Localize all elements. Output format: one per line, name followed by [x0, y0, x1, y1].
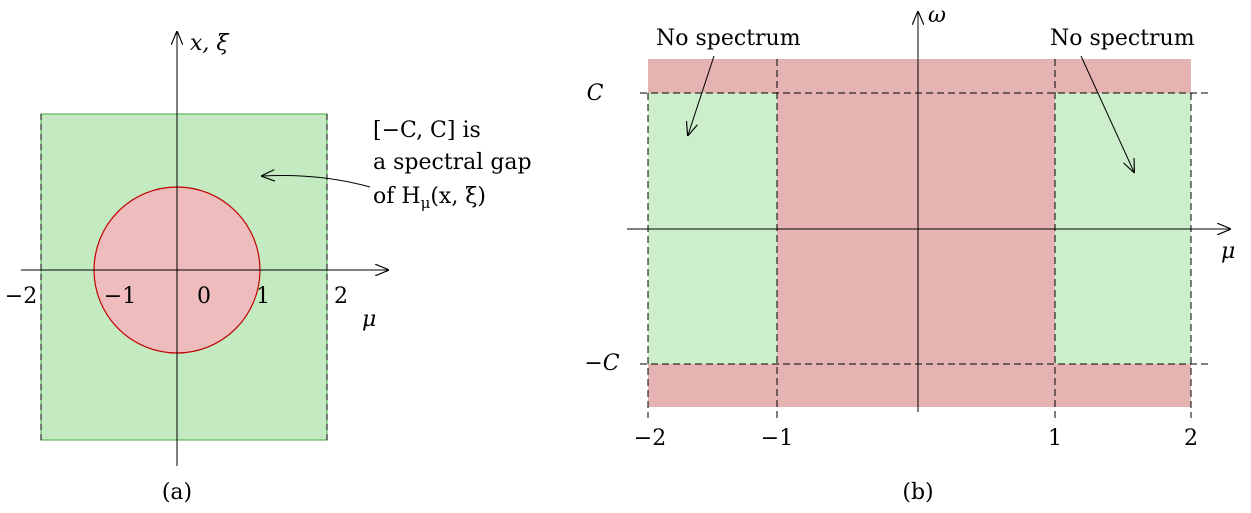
tick-label-a: 1: [256, 284, 270, 309]
tick-label-a: 2: [334, 284, 348, 309]
tick-label-a: −2: [5, 284, 37, 309]
panel-a: x, ξ μ −2 −1 0 1 2 [−C, C] is a spectral…: [5, 31, 532, 505]
caption-b: (b): [902, 480, 933, 505]
tick-label-a: −1: [104, 284, 136, 309]
panel-b: ω μ C −C −2 −1 1 2 No spectrum No spectr…: [584, 3, 1235, 505]
caption-a: (a): [162, 480, 192, 505]
level-label-top: C: [587, 81, 604, 106]
note-arrow-right: [1080, 55, 1134, 172]
annotation-line-2: a spectral gap: [373, 150, 532, 175]
annotation-subscript: μ: [421, 194, 431, 212]
level-label-bottom: −C: [584, 351, 619, 376]
note-no-spectrum-left: No spectrum: [656, 26, 801, 51]
tick-label-a: 0: [197, 284, 211, 309]
tick-label-b: 1: [1048, 426, 1062, 451]
horizontal-axis-label-a: μ: [362, 307, 376, 332]
red-band-top: [648, 59, 1191, 93]
tick-label-b: −1: [761, 426, 793, 451]
annotation-line-1: [−C, C] is: [373, 118, 481, 143]
vertical-axis-label-a: x, ξ: [190, 31, 230, 56]
note-arrow-left: [688, 55, 715, 135]
annotation-arrow: [262, 175, 371, 188]
annotation-args: (x, ξ): [430, 184, 486, 209]
note-no-spectrum-right: No spectrum: [1050, 26, 1195, 51]
horizontal-axis-label-b: μ: [1221, 239, 1235, 264]
tick-label-b: 2: [1184, 426, 1198, 451]
tick-label-b: −2: [634, 426, 666, 451]
annotation-line-3: of Hμ(x, ξ): [373, 184, 486, 212]
vertical-axis-label-b: ω: [928, 3, 946, 28]
red-band-bottom: [648, 364, 1191, 407]
annotation-text-of-h: of H: [373, 184, 421, 209]
